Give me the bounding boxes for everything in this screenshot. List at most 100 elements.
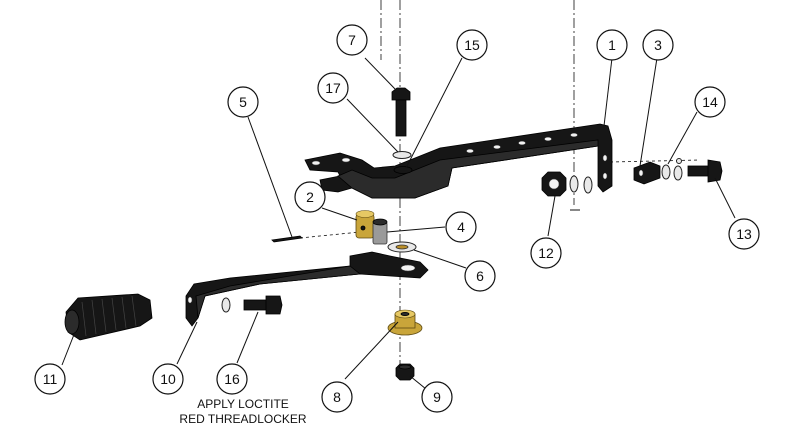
callout-circle bbox=[694, 86, 726, 118]
callout-circle bbox=[216, 363, 248, 395]
spacer-body bbox=[633, 161, 661, 185]
leader-12 bbox=[547, 195, 556, 237]
bracket-hole-d bbox=[493, 144, 501, 150]
callout-number: 5 bbox=[239, 94, 247, 110]
callout-5: 5 bbox=[227, 86, 259, 118]
callout-circle bbox=[152, 363, 184, 395]
part-3-spacer-block bbox=[633, 161, 661, 185]
callout-circle bbox=[317, 72, 349, 104]
callout-14: 14 bbox=[694, 86, 726, 118]
lever-underside bbox=[195, 265, 362, 319]
callout-number: 2 bbox=[306, 189, 314, 205]
leader-7 bbox=[364, 57, 397, 91]
bolt-axis-line-right bbox=[609, 159, 701, 163]
part-2-brass-bushing bbox=[355, 210, 375, 239]
callout-16: 16 bbox=[216, 363, 248, 395]
callout-8: 8 bbox=[321, 381, 353, 413]
part-10-lower-lever bbox=[185, 251, 429, 327]
part-6-washer-inner bbox=[395, 244, 409, 250]
bracket-hole-e bbox=[518, 140, 526, 146]
callout-circle bbox=[464, 260, 496, 292]
callout-circle bbox=[34, 363, 66, 395]
right-washer-a bbox=[569, 175, 579, 193]
part-14-washer-a bbox=[661, 164, 671, 180]
callout-7: 7 bbox=[336, 24, 368, 56]
bolt-16-shank bbox=[243, 299, 269, 311]
grip-ridges bbox=[81, 295, 137, 337]
callout-number: 16 bbox=[224, 371, 240, 387]
part-16-bolt bbox=[243, 295, 283, 315]
callout-number: 17 bbox=[325, 80, 341, 96]
leader-5 bbox=[247, 116, 293, 238]
callout-circle bbox=[445, 211, 477, 243]
part-8-flange-bushing bbox=[387, 309, 423, 336]
callout-13: 13 bbox=[728, 218, 760, 250]
callout-number: 12 bbox=[538, 245, 554, 261]
lever-bolt-washer bbox=[221, 297, 231, 313]
bracket-hole-a bbox=[311, 160, 321, 166]
callout-3: 3 bbox=[642, 29, 674, 61]
callout-number: 8 bbox=[333, 389, 341, 405]
note-line-2: RED THREADLOCKER bbox=[179, 412, 306, 426]
leader-2 bbox=[321, 207, 358, 221]
callout-number: 11 bbox=[43, 371, 58, 387]
callout-number: 15 bbox=[464, 37, 480, 53]
bolt-head bbox=[391, 87, 411, 101]
callout-4: 4 bbox=[445, 211, 477, 243]
bracket-hole-b bbox=[341, 157, 351, 163]
bracket-hole-g bbox=[570, 132, 578, 138]
leader-6 bbox=[413, 249, 467, 269]
callout-9: 9 bbox=[421, 381, 453, 413]
callout-number: 9 bbox=[433, 389, 441, 405]
callout-15: 15 bbox=[456, 29, 488, 61]
callout-number: 14 bbox=[702, 94, 718, 110]
callout-number: 6 bbox=[476, 268, 484, 284]
callout-6: 6 bbox=[464, 260, 496, 292]
callout-2: 2 bbox=[294, 181, 326, 213]
callout-number: 1 bbox=[608, 37, 616, 53]
part-7-bolt bbox=[391, 87, 411, 137]
callout-number: 3 bbox=[654, 37, 662, 53]
bolt-16-head bbox=[265, 295, 283, 315]
sleeve-top bbox=[372, 218, 388, 226]
nut-top bbox=[398, 364, 412, 370]
callout-circle bbox=[336, 24, 368, 56]
leader-8 bbox=[344, 321, 399, 380]
bracket-hole-c bbox=[466, 148, 474, 154]
callout-circle bbox=[456, 29, 488, 61]
callout-circle bbox=[421, 381, 453, 413]
bushing-cross-hole bbox=[360, 225, 366, 231]
part-1-upper-bracket bbox=[304, 123, 613, 199]
callout-number: 10 bbox=[160, 371, 176, 387]
part-13-bolt bbox=[687, 159, 723, 183]
part-14-washer-b bbox=[673, 165, 683, 181]
callout-11: 11 bbox=[34, 363, 66, 395]
leader-9 bbox=[409, 375, 427, 390]
part-12-nut bbox=[541, 171, 567, 197]
callout-circle bbox=[321, 381, 353, 413]
part-5-pin bbox=[271, 235, 303, 243]
part-4-sleeve bbox=[372, 218, 388, 245]
callout-17: 17 bbox=[317, 72, 349, 104]
callout-circle bbox=[294, 181, 326, 213]
note-line-1: APPLY LOCTITE bbox=[197, 397, 289, 411]
bushing-top bbox=[355, 210, 375, 218]
leader-13 bbox=[714, 177, 736, 219]
callout-circle bbox=[530, 237, 562, 269]
leader-lines bbox=[61, 57, 736, 390]
leader-3 bbox=[639, 57, 658, 167]
callout-12: 12 bbox=[530, 237, 562, 269]
bolt-13-head bbox=[707, 159, 723, 183]
callout-circle bbox=[728, 218, 760, 250]
part-15-nut-washer bbox=[393, 166, 413, 174]
bracket-hole-f bbox=[544, 136, 552, 142]
pin-axis-line bbox=[299, 231, 361, 239]
callout-number: 7 bbox=[348, 32, 356, 48]
spacer-hole bbox=[638, 169, 644, 177]
leader-1 bbox=[603, 57, 613, 127]
grip-end bbox=[64, 309, 80, 335]
leader-10 bbox=[176, 321, 198, 365]
